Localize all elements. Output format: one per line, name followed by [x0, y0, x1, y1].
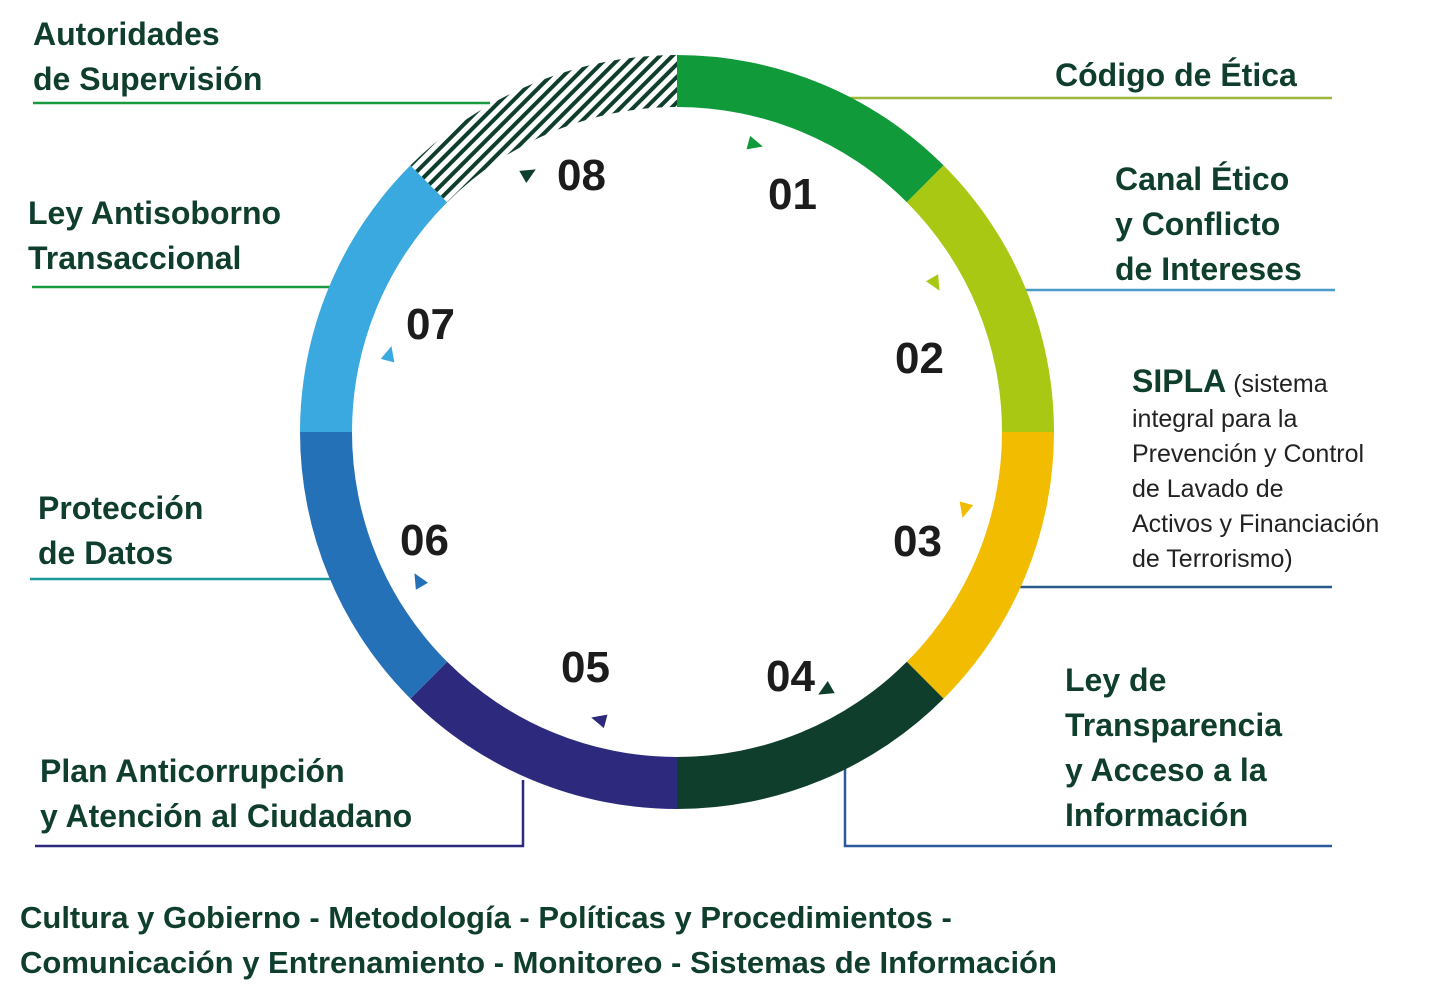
- step-number-01: 01: [768, 170, 817, 219]
- arrow-icon-06: [414, 573, 428, 590]
- label-sipla: SIPLA (sistema integral para la Prevenci…: [1132, 363, 1380, 574]
- label-codigo-de-etica: Código de Ética: [1055, 57, 1297, 93]
- label-canal-etico: Canal Ético y Conflicto de Intereses: [1115, 161, 1302, 287]
- arrow-icon-02: [926, 274, 940, 291]
- leader-line-04: [843, 760, 1332, 848]
- ring-segment-04: [677, 661, 944, 809]
- arrow-icon-04: [818, 681, 835, 695]
- step-number-07: 07: [406, 300, 455, 349]
- arrow-icon-03: [959, 501, 974, 518]
- ring-segment-07: [300, 165, 448, 432]
- step-number-03: 03: [893, 517, 942, 566]
- footer-line-1: Cultura y Gobierno - Metodología - Polít…: [20, 900, 952, 935]
- ring-segment-08: [410, 55, 677, 203]
- leader-line-05: [35, 780, 525, 848]
- step-number-08: 08: [557, 151, 606, 200]
- arrow-icon-07: [380, 346, 395, 363]
- label-plan-anticorrupcion: Plan Anticorrupción y Atención al Ciudad…: [40, 753, 413, 834]
- arrow-icon-08: [519, 169, 536, 183]
- step-number-02: 02: [895, 334, 944, 383]
- arrow-icon-05: [591, 714, 608, 729]
- step-number-05: 05: [561, 643, 610, 692]
- arrow-icon-01: [746, 135, 763, 150]
- footer-line-2: Comunicación y Entrenamiento - Monitoreo…: [20, 945, 1057, 980]
- ring-segment-06: [300, 432, 448, 699]
- label-ley-antisoborno: Ley Antisoborno Transaccional: [28, 195, 282, 276]
- ring-segment-01: [677, 55, 944, 203]
- ring-segment-05: [410, 661, 677, 809]
- label-proteccion-de-datos: Protección de Datos: [38, 490, 204, 571]
- step-number-06: 06: [400, 516, 449, 565]
- step-number-04: 04: [766, 652, 815, 701]
- footer-pillars: Cultura y Gobierno - Metodología - Polít…: [20, 895, 1057, 985]
- label-autoridades-de-supervision: Autoridades de Supervisión: [33, 16, 263, 97]
- ring-segment-03: [906, 432, 1054, 699]
- label-ley-de-transparencia: Ley de Transparencia y Acceso a la Infor…: [1065, 662, 1282, 833]
- sipla-title: SIPLA: [1132, 363, 1227, 399]
- ring-segment-02: [906, 165, 1054, 432]
